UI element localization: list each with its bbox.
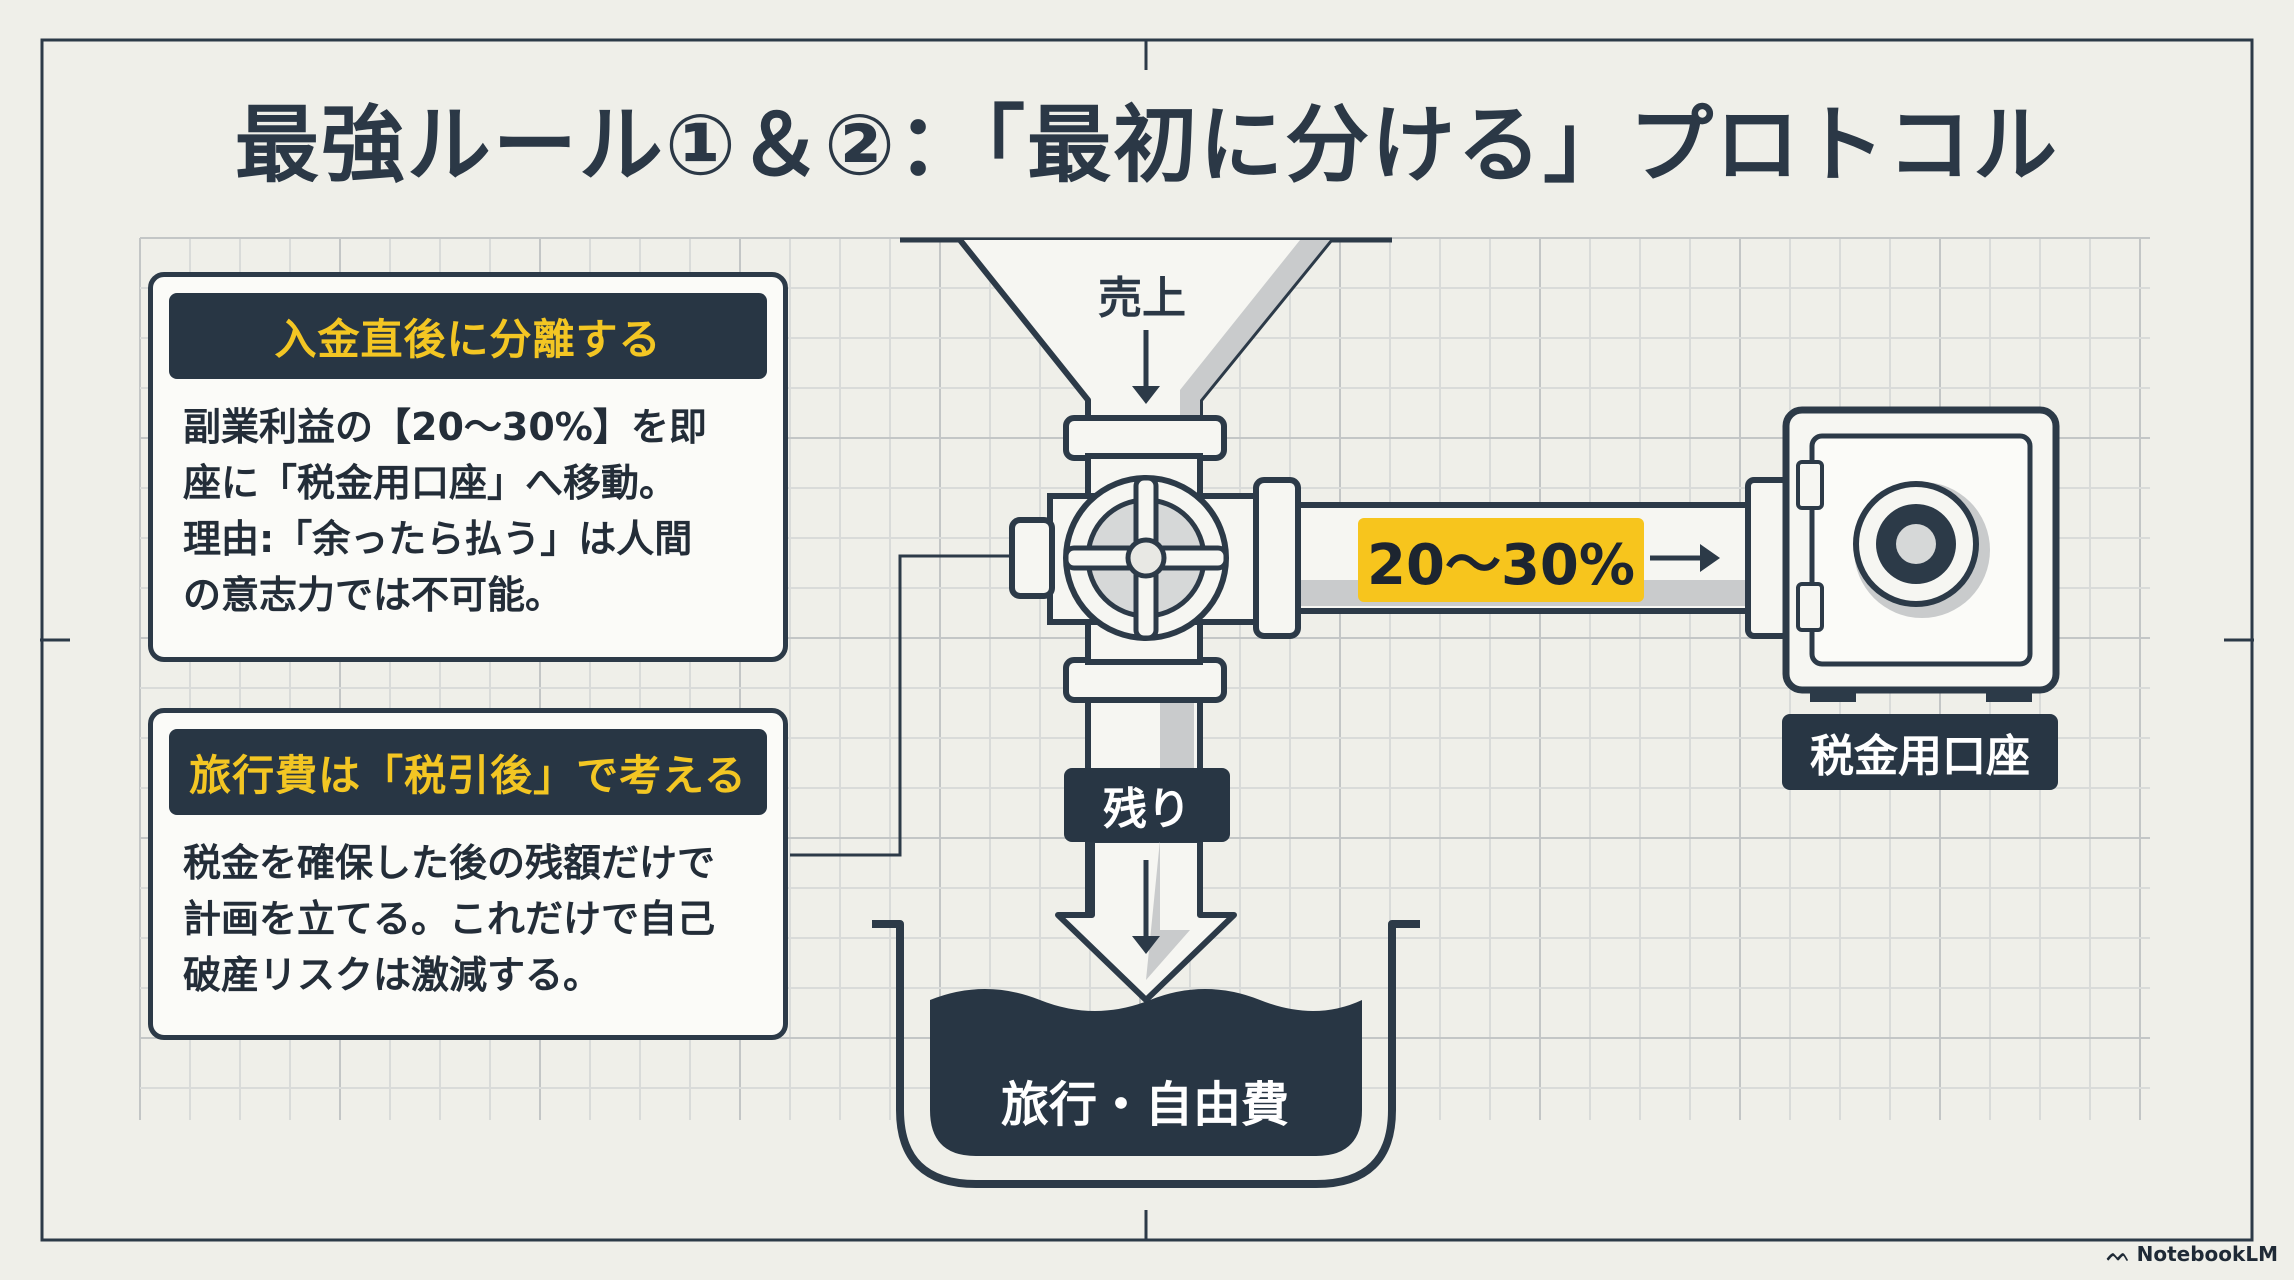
rule-card-separate: 入金直後に分離する 副業利益の【20〜30%】を即 座に「税金用口座」へ移動。 … bbox=[148, 272, 788, 662]
rule-card-body: 税金を確保した後の残額だけで 計画を立てる。これだけで自己 破産リスクは激減する… bbox=[183, 835, 759, 1003]
pool-icon bbox=[872, 920, 1420, 1188]
inflow-arrow bbox=[1132, 330, 1160, 404]
rule-card-line: 計画を立てる。これだけで自己 bbox=[183, 897, 716, 941]
page-title: 最強ルール①＆②：「最初に分ける」プロトコル bbox=[234, 96, 2060, 194]
rule-card-line: 副業利益の【20〜30%】を即 bbox=[183, 405, 707, 449]
rule-card-heading: 入金直後に分離する bbox=[169, 293, 767, 379]
rule-card-body: 副業利益の【20〜30%】を即 座に「税金用口座」へ移動。 理由:「余ったら払う… bbox=[183, 399, 759, 623]
rule-card-line: の意志力では不可能。 bbox=[183, 573, 564, 617]
safe-icon bbox=[1782, 406, 2060, 702]
safe-label: 税金用口座 bbox=[1782, 714, 2058, 790]
pool-label: 旅行・自由費 bbox=[1000, 1077, 1289, 1133]
rule-card-line: 座に「税金用口座」へ移動。 bbox=[183, 461, 678, 505]
rule-card-line: 税金を確保した後の残額だけで bbox=[183, 841, 716, 885]
rule-card-line: 破産リスクは激減する。 bbox=[183, 953, 602, 997]
rule-card-heading: 旅行費は「税引後」で考える bbox=[169, 729, 767, 815]
remainder-arrow bbox=[1055, 837, 1237, 1003]
split-arrow bbox=[1650, 544, 1720, 572]
watermark-text: NotebookLM bbox=[2136, 1242, 2278, 1266]
inflow-label: 売上 bbox=[1098, 273, 1186, 324]
frame-marks bbox=[40, 40, 2254, 1240]
notebooklm-watermark: ᨓ NotebookLM bbox=[2107, 1242, 2278, 1266]
remainder-label: 残り bbox=[1064, 768, 1230, 842]
split-percentage-badge: 20〜30% bbox=[1358, 518, 1644, 602]
rule-card-line: 理由:「余ったら払う」は人間 bbox=[183, 517, 693, 561]
valve-icon bbox=[1009, 415, 1301, 703]
notebooklm-logo-icon: ᨓ bbox=[2106, 1242, 2131, 1266]
rule-card-after-tax: 旅行費は「税引後」で考える 税金を確保した後の残額だけで 計画を立てる。これだけ… bbox=[148, 708, 788, 1040]
connector-lines bbox=[790, 554, 1012, 857]
